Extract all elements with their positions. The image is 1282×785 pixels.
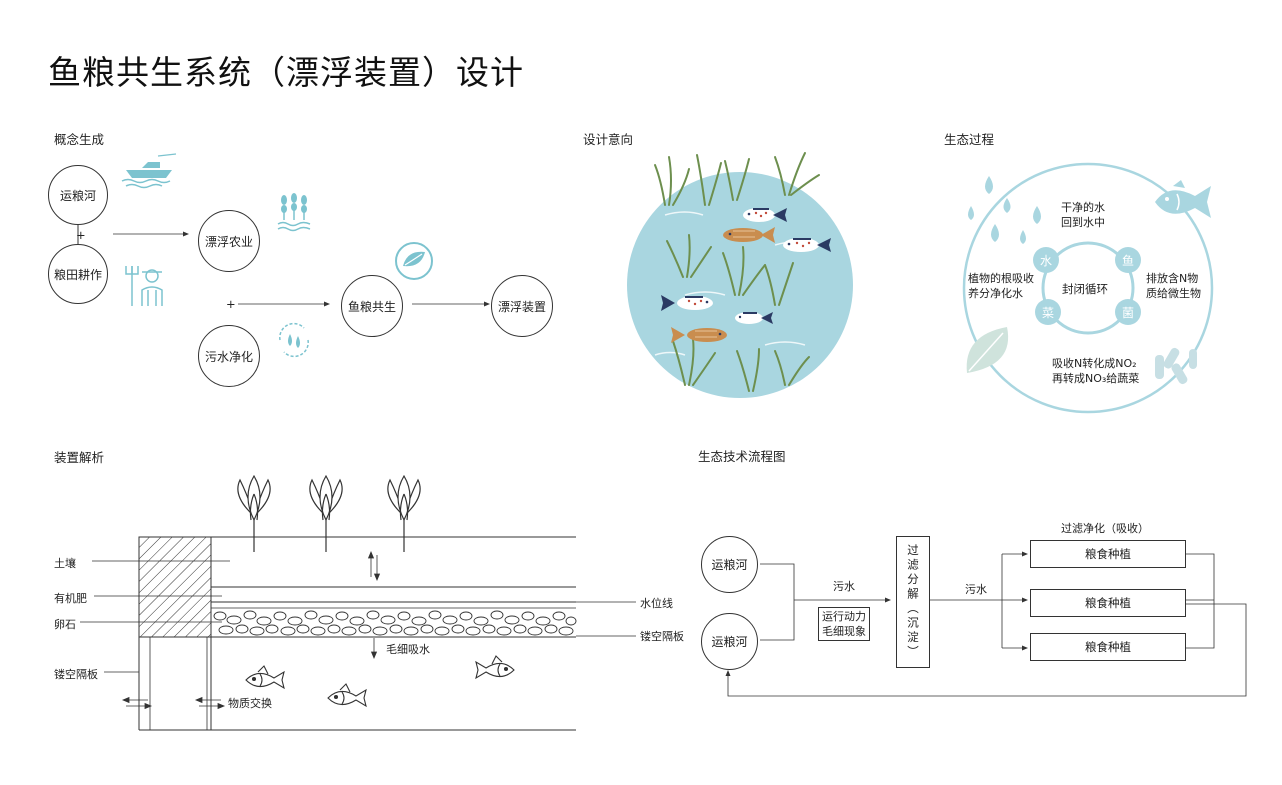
flow-sewage-2: 污水: [965, 583, 987, 596]
koi-fish-group: [661, 208, 831, 343]
eco-node-water: 水: [1040, 254, 1052, 268]
label-fertilizer: 有机肥: [54, 592, 87, 605]
wheat-icon: [277, 193, 311, 232]
section-flow: 生态技术流程图: [698, 449, 786, 464]
label-hollow-right: 镂空隔板: [640, 630, 684, 643]
leaf-ball-icon: [395, 242, 433, 280]
pebble-layer: [213, 610, 577, 636]
concept-symbiosis: 鱼粮共生: [341, 275, 403, 337]
eco-node-bac: 菌: [1122, 306, 1134, 320]
flow-sewage-1: 污水: [833, 580, 855, 593]
flow-canal-top: 运粮河: [701, 536, 758, 593]
page-title: 鱼粮共生系统（漂浮装置）设计: [48, 53, 524, 92]
plus-sign-1: +: [76, 228, 86, 242]
concept-sewage: 污水净化: [198, 325, 260, 387]
concept-farming: 粮田耕作: [48, 244, 108, 304]
section-device: 装置解析: [54, 450, 105, 465]
concept-lines: [77, 223, 490, 307]
flow-canal-bottom: 运粮河: [701, 613, 758, 670]
device-diagram: [80, 474, 636, 731]
farmer-icon: [125, 266, 163, 306]
flow-plant-2: 粮食种植: [1030, 589, 1186, 617]
bacteria-icon: [1155, 347, 1197, 385]
concept-float-agri: 漂浮农业: [198, 210, 260, 272]
leaf-icon: [966, 327, 1009, 373]
eco-node-veg: 菜: [1042, 306, 1054, 320]
water-cycle-icon: [279, 322, 309, 358]
flow-lines: [725, 551, 1247, 697]
eco-closed-loop: 封闭循环: [1062, 282, 1108, 296]
label-capillary: 毛细吸水: [386, 643, 430, 656]
eco-node-fish: 鱼: [1122, 254, 1134, 268]
plus-sign-2: +: [226, 297, 236, 311]
fish-icon: [1155, 180, 1211, 218]
eco-plant-roots: 植物的根吸收 养分净化水: [968, 272, 1034, 300]
intent-illustration: [627, 152, 853, 398]
flow-drive-box: 运行动力 毛细现象: [818, 607, 870, 641]
label-pebble: 卵石: [54, 618, 76, 631]
section-intent: 设计意向: [583, 132, 634, 147]
eco-release-n: 排放含N物 质给微生物: [1146, 272, 1201, 300]
eco-clean-water: 干净的水 回到水中: [1061, 201, 1105, 229]
flow-plant-3: 粮食种植: [1030, 633, 1186, 661]
flow-filter-box: 过滤分解（沉淀）: [896, 536, 930, 668]
label-hollow-left: 镂空隔板: [54, 668, 98, 681]
label-soil: 土壤: [54, 557, 76, 570]
flow-plant-1: 粮食种植: [1030, 540, 1186, 568]
concept-float-device: 漂浮装置: [491, 275, 553, 337]
eco-process-diagram: 水 鱼 菜 菌: [962, 162, 1214, 414]
eco-absorb-n: 吸收N转化成NO₂ 再转成NO₃给蔬菜: [1052, 357, 1140, 385]
flow-purify-label: 过滤净化（吸收）: [1061, 522, 1149, 535]
section-eco-process: 生态过程: [944, 132, 995, 147]
boat-icon: [121, 153, 177, 189]
water-drops-icon: [968, 176, 1041, 244]
section-concept: 概念生成: [54, 132, 105, 147]
label-water-line: 水位线: [640, 597, 673, 610]
label-exchange: 物质交换: [228, 697, 272, 710]
concept-canal: 运粮河: [48, 165, 108, 225]
